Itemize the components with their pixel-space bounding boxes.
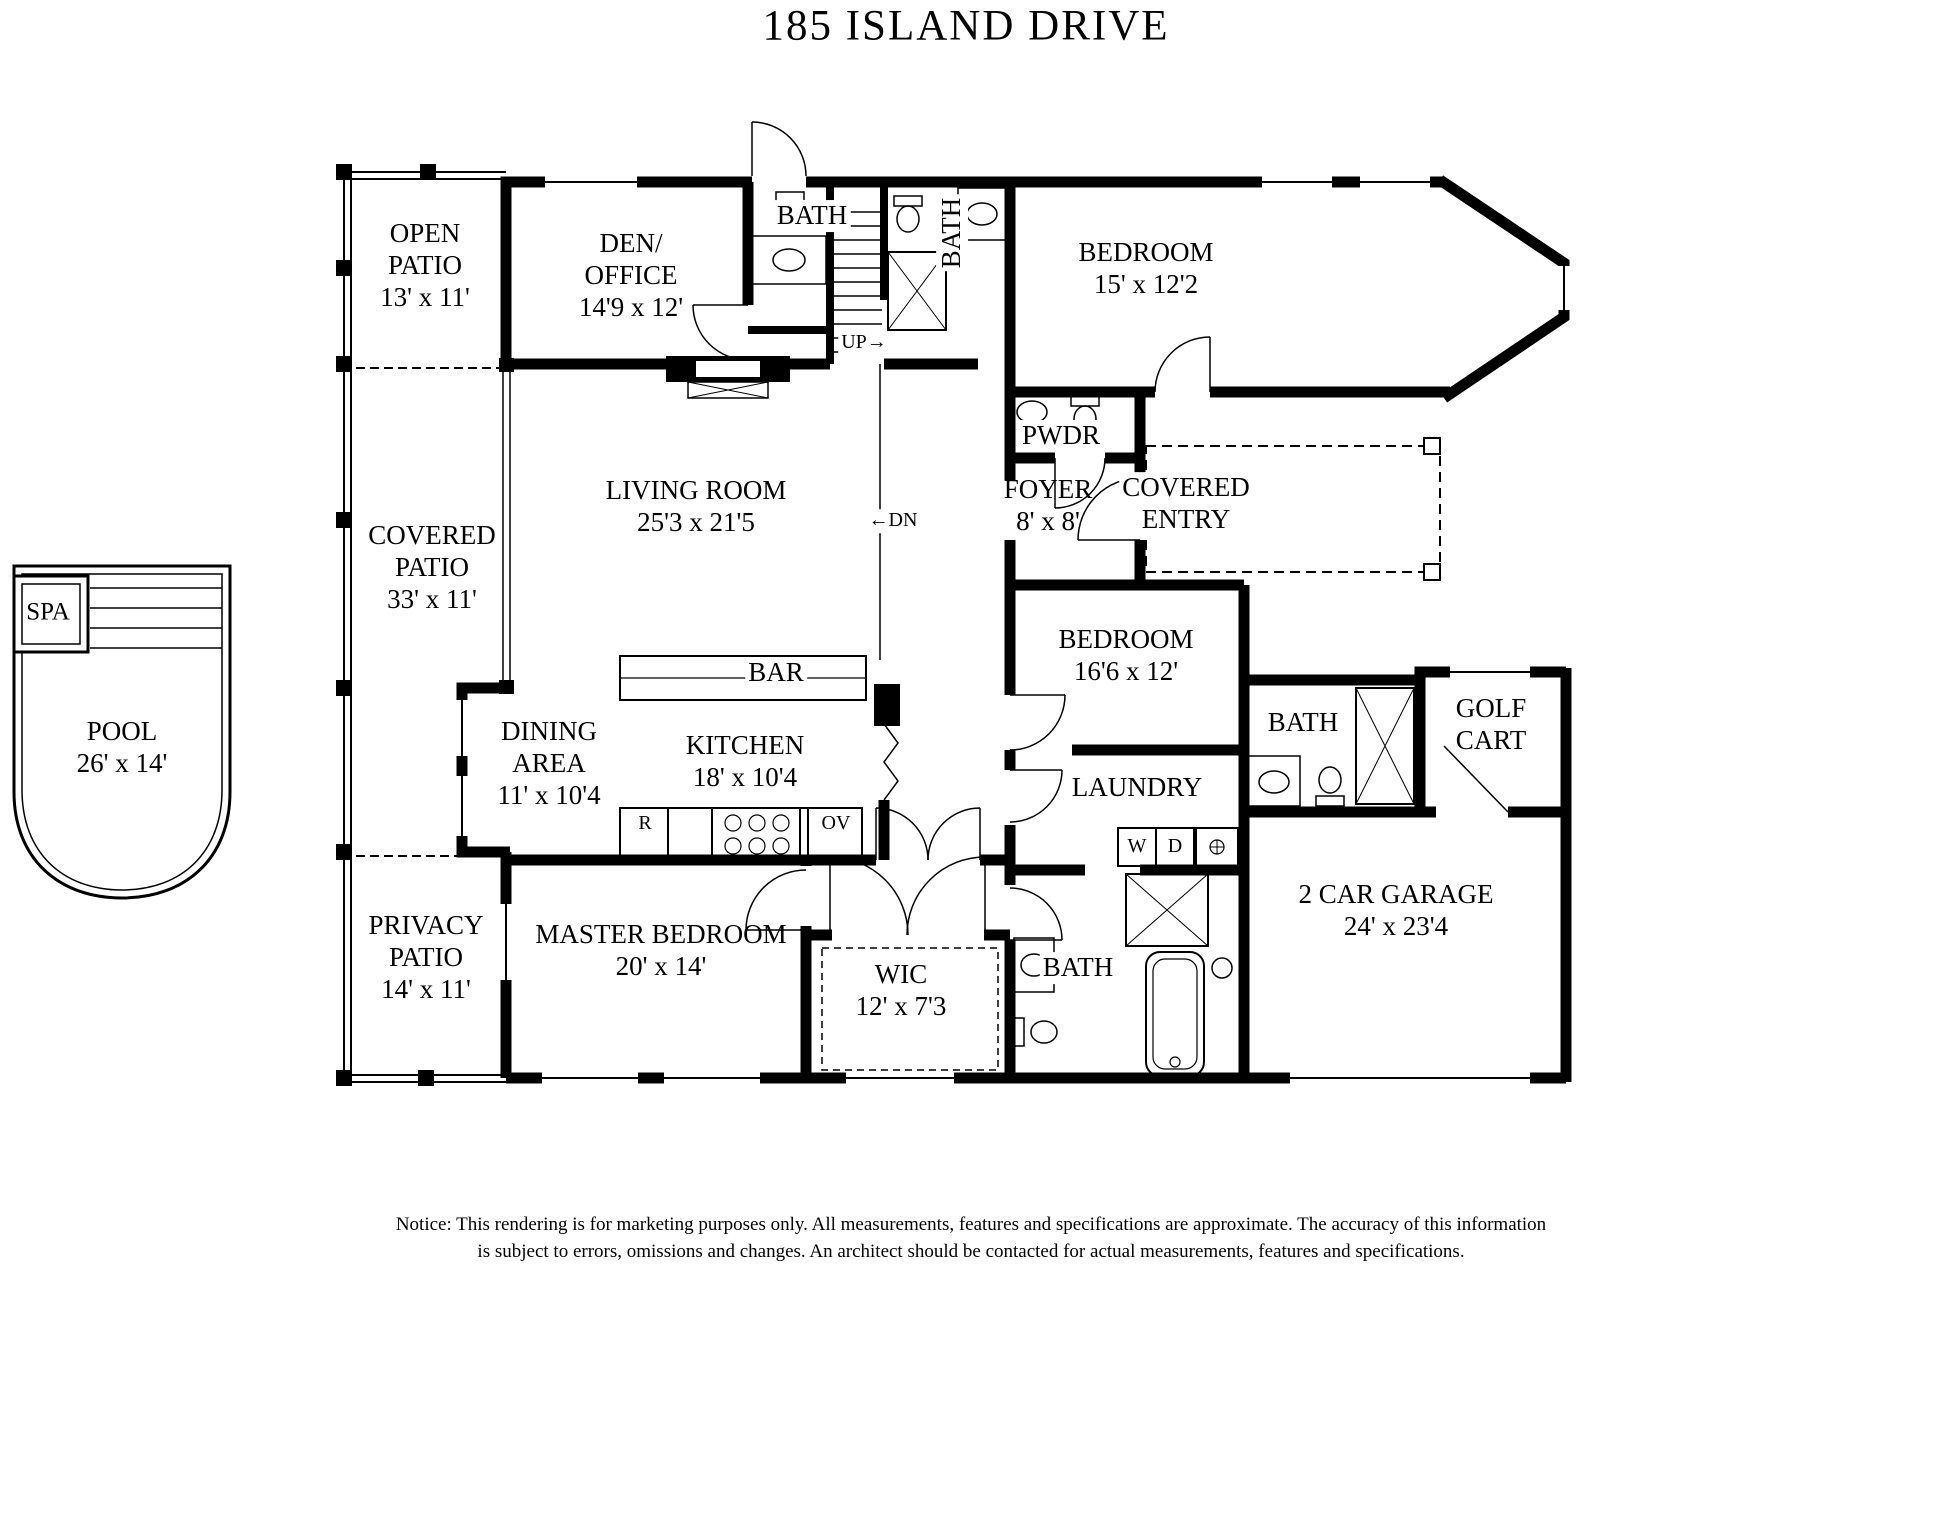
water-heater — [1211, 957, 1233, 979]
laundry-sink — [1195, 827, 1239, 867]
room-label-master-bedroom: MASTER BEDROOM 20' x 14' — [535, 919, 787, 981]
refrigerator-label: R — [635, 812, 655, 836]
room-label-bath-master: BATH — [1039, 952, 1117, 984]
room-label-living-room: LIVING ROOM 25'3 x 21'5 — [605, 475, 787, 537]
room-label-pool: POOL 26' x 14' — [76, 716, 168, 778]
room-label-covered-entry: COVERED ENTRY — [1119, 472, 1253, 536]
disclaimer-notice: Notice: This rendering is for marketing … — [395, 1214, 1547, 1262]
page-title: 185 ISLAND DRIVE — [762, 2, 1170, 50]
room-label-covered-patio: COVERED PATIO 33' x 11' — [368, 520, 496, 614]
fireplace — [666, 356, 790, 399]
pantry-bifold — [883, 723, 899, 801]
stairs-dn-label: ←DN — [865, 509, 921, 533]
stairs — [832, 211, 882, 660]
room-label-bath-top-right: BATH — [936, 194, 968, 272]
stairs-up-label: UP→ — [838, 331, 890, 355]
room-label-kitchen: KITCHEN 18' x 10'4 — [685, 730, 805, 792]
room-label-foyer: FOYER 8' x 8' — [1003, 474, 1093, 536]
room-label-dining-area: DINING AREA 11' x 10'4 — [497, 716, 601, 810]
range — [711, 807, 801, 861]
room-label-bath-top-left: BATH — [773, 200, 851, 232]
room-label-bedroom-top: BEDROOM 15' x 12'2 — [1078, 237, 1214, 299]
room-label-spa: SPA — [23, 597, 73, 627]
doors-layer — [692, 121, 1509, 941]
room-label-wic: WIC 12' x 7'3 — [852, 959, 950, 1023]
room-label-bedroom-mid: BEDROOM 16'6 x 12' — [1058, 624, 1194, 686]
oven-label: OV — [818, 812, 854, 836]
room-label-bath-mid: BATH — [1264, 707, 1342, 739]
room-label-bar: BAR — [745, 657, 807, 689]
wic-shelving — [821, 947, 999, 1071]
room-label-privacy-patio: PRIVACY PATIO 14' x 11' — [368, 910, 484, 1004]
dryer-box — [1155, 827, 1195, 867]
room-label-open-patio: OPEN PATIO 13' x 11' — [380, 218, 470, 312]
washer-label: W — [1127, 835, 1147, 858]
fixtures-layer — [751, 187, 1415, 1077]
refrigerator — [619, 807, 669, 861]
room-label-golf-cart: GOLF CART — [1455, 693, 1527, 755]
dryer-label: D — [1167, 835, 1183, 858]
patio-pillars — [336, 164, 436, 1086]
windows-layer — [456, 175, 1571, 1084]
room-label-garage: 2 CAR GARAGE 24' x 23'4 — [1298, 879, 1494, 941]
room-label-pwdr: PWDR — [1018, 420, 1104, 452]
room-label-laundry: LAUNDRY — [1071, 772, 1203, 803]
room-label-den-office: DEN/ OFFICE 14'9 x 12' — [578, 228, 684, 322]
oven — [807, 807, 863, 861]
golf-cart-door — [1443, 745, 1509, 813]
kitchen-fixtures — [619, 655, 900, 861]
